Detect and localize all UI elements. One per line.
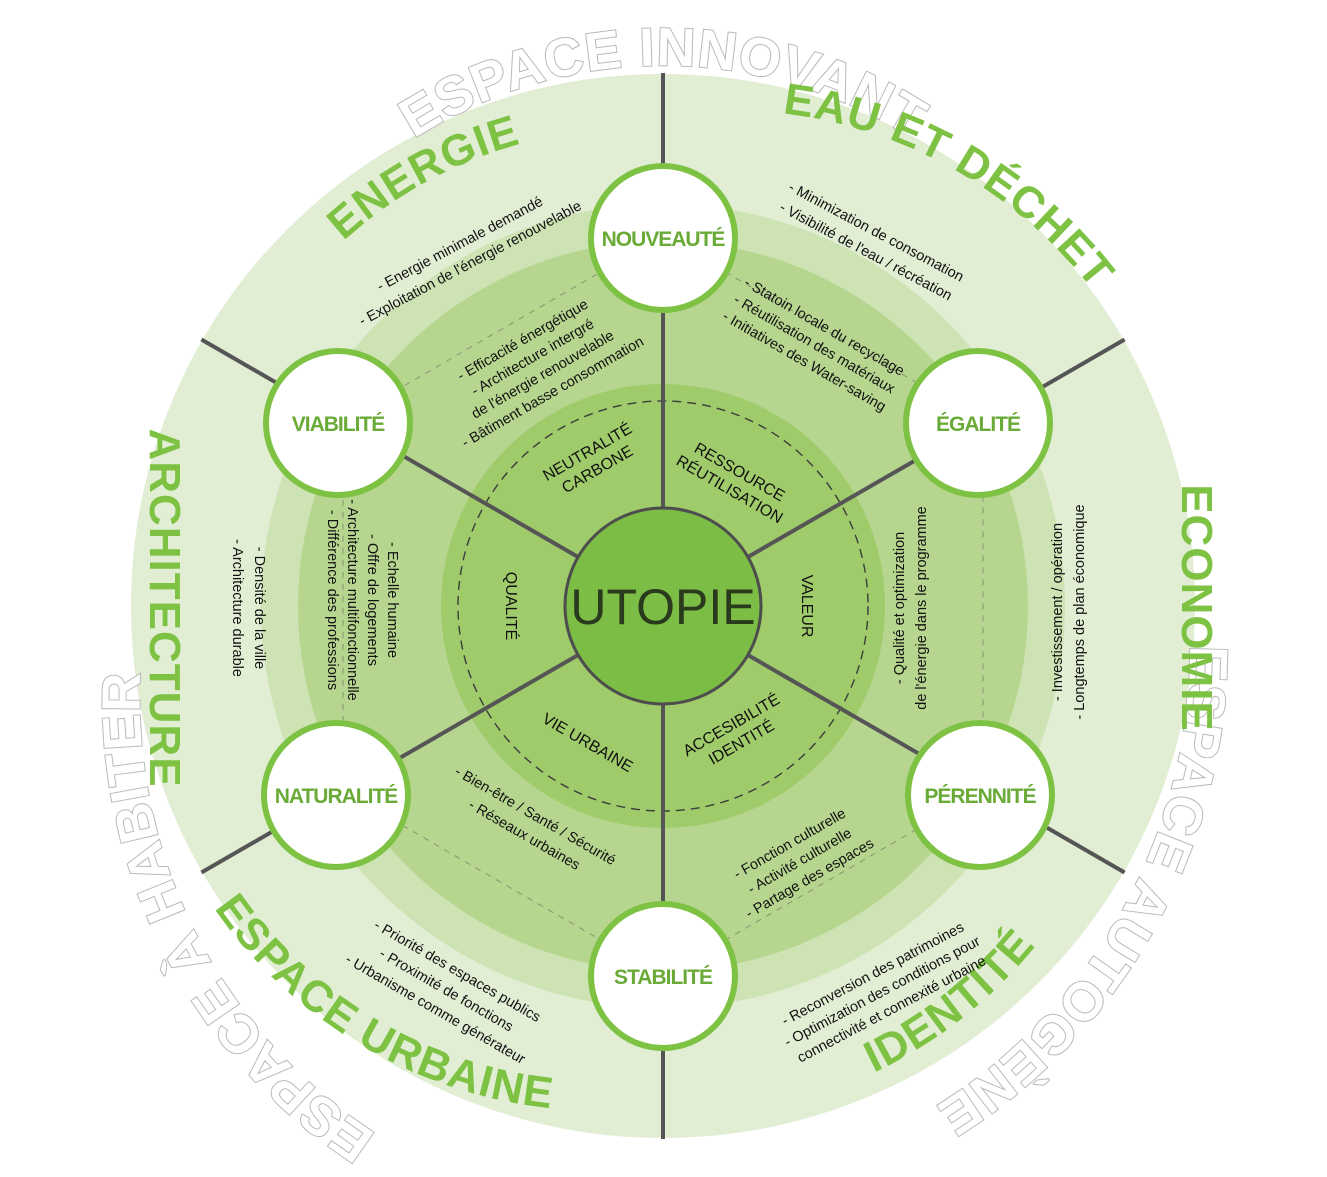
note-line: - Qualité et optimization [892, 532, 908, 684]
node-circles: NOUVEAUTÉ ÉGALITÉ PÉRENNITÉ STABILITÉ NA… [261, 163, 1055, 1051]
theme-economie-title: ECONOMIE [1172, 484, 1221, 732]
node-nouveaute: NOUVEAUTÉ [588, 163, 738, 313]
node-naturalite: NATURALITÉ [261, 720, 411, 870]
node-circle [588, 901, 738, 1051]
note-line: de l'énergie dans le programme [914, 506, 930, 709]
node-circle [263, 348, 413, 498]
wedge-valeur: VALEUR [798, 575, 815, 638]
center-circle [563, 506, 763, 706]
note-line: - Echelle humaine [384, 542, 400, 658]
note-line: - Différence des professions [324, 510, 340, 690]
node-label: STABILITÉ [614, 966, 713, 989]
center-label: UTOPIE [570, 579, 755, 635]
node-label: VIABILITÉ [292, 413, 385, 436]
note-line: - Densité de la ville [251, 547, 267, 670]
note-line: - Architecture durable [229, 539, 245, 677]
wedge-qualite: QUALITÉ [502, 572, 521, 640]
node-egalite: ÉGALITÉ [903, 348, 1053, 498]
note-line: - Architecture multifonctionnelle [344, 499, 360, 701]
node-perennite: PÉRENNITÉ [905, 720, 1055, 870]
note-line: - Longtemps de plan économique [1072, 504, 1088, 719]
wedge-line: QUALITÉ [502, 572, 521, 640]
theme-economie-notes: - Investissement / opération - Longtemps… [1050, 504, 1088, 719]
node-circle [261, 720, 411, 870]
node-circle [905, 720, 1055, 870]
node-stabilite: STABILITÉ [588, 901, 738, 1051]
node-circle [588, 163, 738, 313]
note-line: - Investissement / opération [1050, 523, 1066, 701]
node-label: NATURALITÉ [275, 785, 399, 808]
theme-architecture-title: ARCHITECTURE [140, 428, 189, 787]
node-label: NOUVEAUTÉ [602, 228, 726, 251]
middle-notes-perennite: - Qualité et optimization de l'énergie d… [892, 506, 930, 709]
node-label: PÉRENNITÉ [924, 785, 1036, 808]
node-circle [903, 348, 1053, 498]
node-label: ÉGALITÉ [936, 413, 1021, 436]
node-viabilite: VIABILITÉ [263, 348, 413, 498]
note-line: - Offre de logements [364, 534, 380, 666]
theme-architecture-notes: - Densité de la ville - Architecture dur… [229, 539, 267, 677]
wedge-line: VALEUR [798, 575, 815, 638]
middle-notes-architecture: - Echelle humaine - Offre de logements -… [324, 499, 400, 701]
